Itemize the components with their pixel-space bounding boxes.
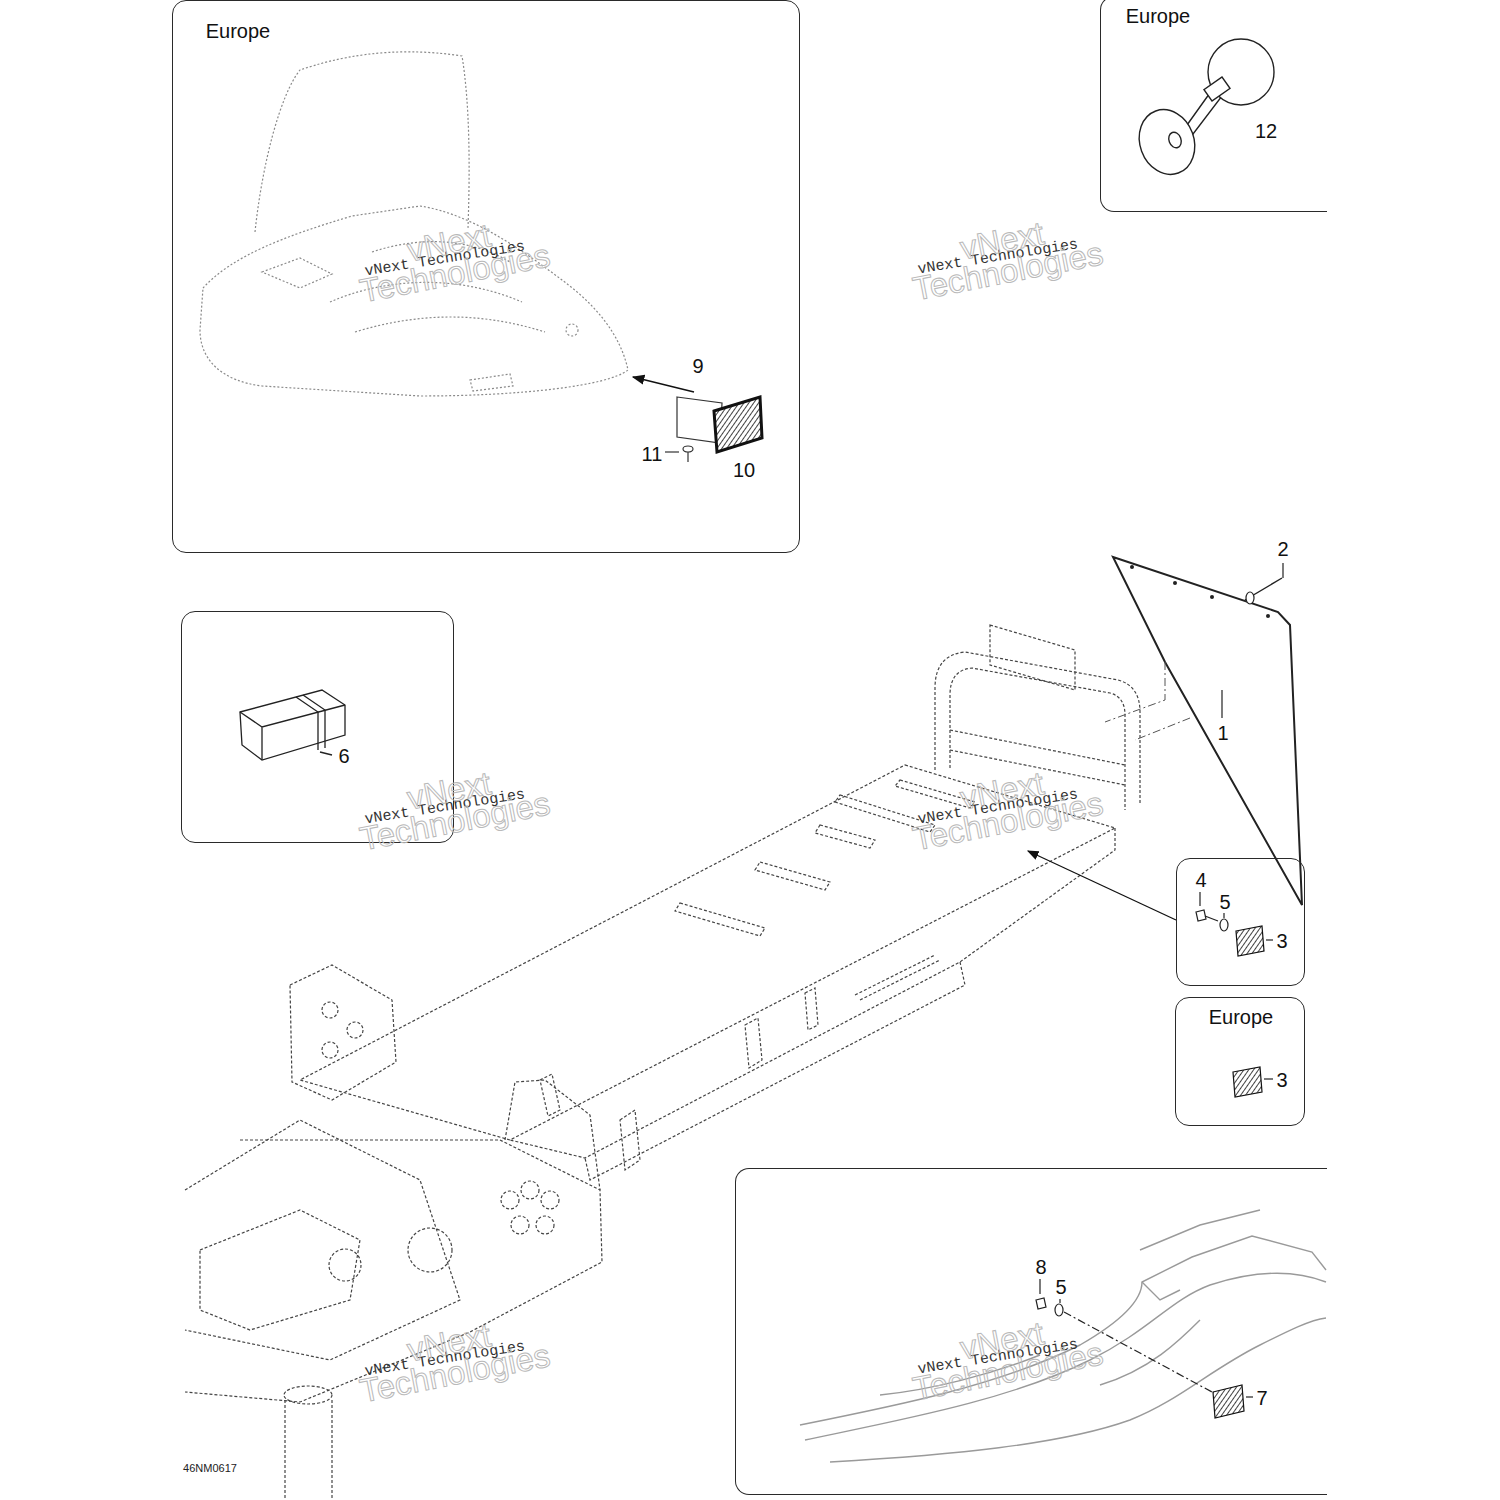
callout-number: 9 — [692, 355, 703, 377]
hood-sketch — [200, 52, 628, 396]
snow-flap — [1105, 557, 1302, 905]
watermark-text: vNext Technologies — [333, 205, 571, 310]
frame-tunnel — [185, 625, 1140, 1500]
leader-arrow — [633, 377, 694, 392]
callout-number: 7 — [1256, 1387, 1267, 1409]
reflector — [714, 397, 762, 452]
region-heading: Europe — [1209, 1006, 1274, 1028]
callout-number: 8 — [1035, 1256, 1046, 1278]
callout-number: 3 — [1276, 930, 1287, 952]
callout-number: 5 — [1055, 1276, 1066, 1298]
detail-panel: Europe 12 — [1100, 0, 1327, 212]
callout-number: 11 — [642, 443, 663, 465]
screw — [665, 446, 693, 462]
detail-panel: 45 3 — [1176, 858, 1305, 986]
watermark-text: vNext Technologies — [886, 203, 1124, 308]
leader-arrow — [1028, 851, 1176, 920]
drawing-code: 46NM0617 — [183, 1462, 237, 1474]
seat-bag — [240, 690, 345, 760]
callout-number: 2 — [1277, 538, 1288, 560]
horn — [1130, 39, 1274, 182]
region-heading: Europe — [1126, 5, 1191, 27]
callout-number: 5 — [1219, 891, 1230, 913]
bumper-sketch — [800, 1210, 1326, 1462]
callout-number: 1 — [1217, 722, 1228, 744]
watermark-text: vNext Technologies — [886, 753, 1124, 858]
callout-number: 6 — [338, 745, 349, 767]
callout-number: 10 — [733, 459, 755, 481]
reflector-hardware — [1196, 892, 1273, 1097]
callout-number: 12 — [1255, 120, 1277, 142]
watermark-text: vNext Technologies — [333, 753, 571, 858]
callout-number: 4 — [1195, 869, 1206, 891]
detail-panel: Europe 3 — [1175, 997, 1305, 1126]
watermark-text: vNext Technologies — [886, 1303, 1124, 1408]
region-heading: Europe — [206, 20, 271, 42]
callout-number: 3 — [1276, 1069, 1287, 1091]
watermark-text: vNext Technologies — [333, 1305, 571, 1410]
